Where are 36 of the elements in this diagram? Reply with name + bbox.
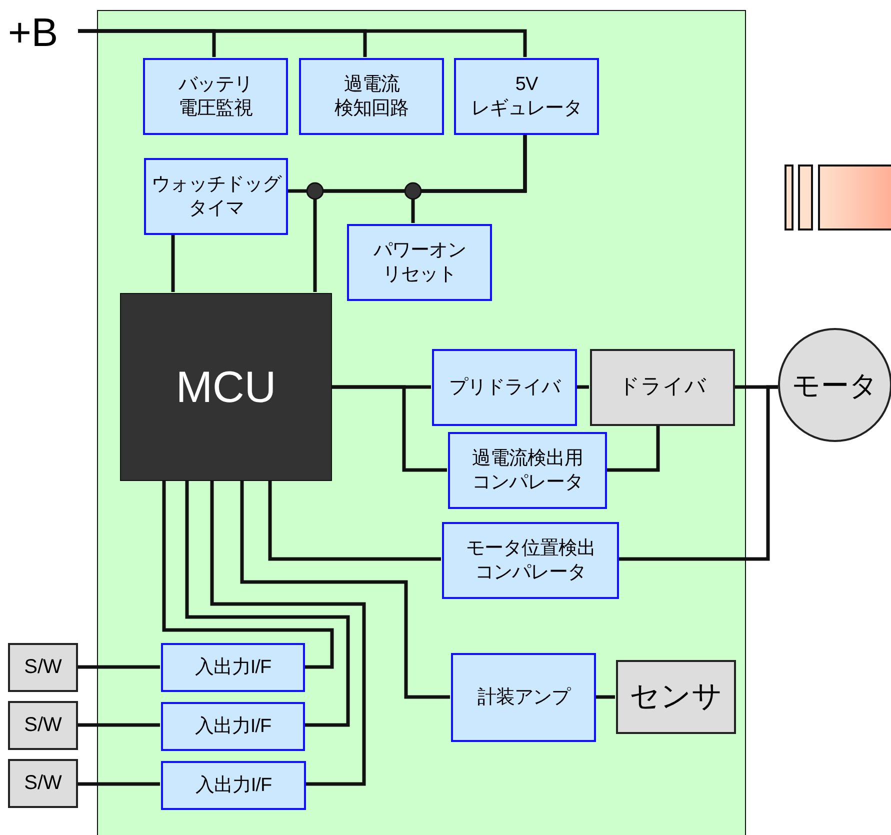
connection-line [162,480,334,668]
connection-line [312,134,526,292]
connection-line [330,384,446,472]
sensor-box: センサ [616,660,736,734]
connection-line [184,480,350,726]
connection-line [78,722,160,726]
driver-box: ドライバ [590,349,735,426]
circuit-block: 計装アンプ [451,653,596,742]
connection-line [78,782,160,786]
switch-box: S/W [8,759,78,808]
connection-line [210,480,366,786]
circuit-block: ウォッチドッグタイマ [144,158,288,235]
switch-box: S/W [8,643,78,692]
circuit-block: 入出力I/F [161,702,305,751]
connection-line [618,384,778,560]
mcu-chip: MCU [120,293,332,481]
switch-box: S/W [8,701,78,750]
circuit-block: 過電流検出用コンパレータ [448,432,607,509]
circuit-block: プリドライバ [432,349,577,426]
circuit-block: モータ位置検出コンパレータ [442,522,619,599]
circuit-block: 入出力I/F [161,643,305,692]
connection-line [170,234,174,292]
connection-line [594,694,614,698]
circuit-block: パワーオンリセット [347,224,492,301]
supply-label: +B [8,12,78,54]
connection-line [240,480,450,698]
connection-line [78,28,526,56]
connection-line [268,480,440,560]
motor-circle: モータ [778,328,891,442]
connection-line [606,424,660,472]
connection-line [576,384,588,388]
connection-line [78,664,160,668]
circuit-block: 過電流検知回路 [299,58,444,135]
circuit-block: 5Vレギュレータ [454,58,599,135]
circuit-block: 入出力I/F [161,761,306,810]
circuit-block: バッテリ電圧監視 [143,58,288,135]
